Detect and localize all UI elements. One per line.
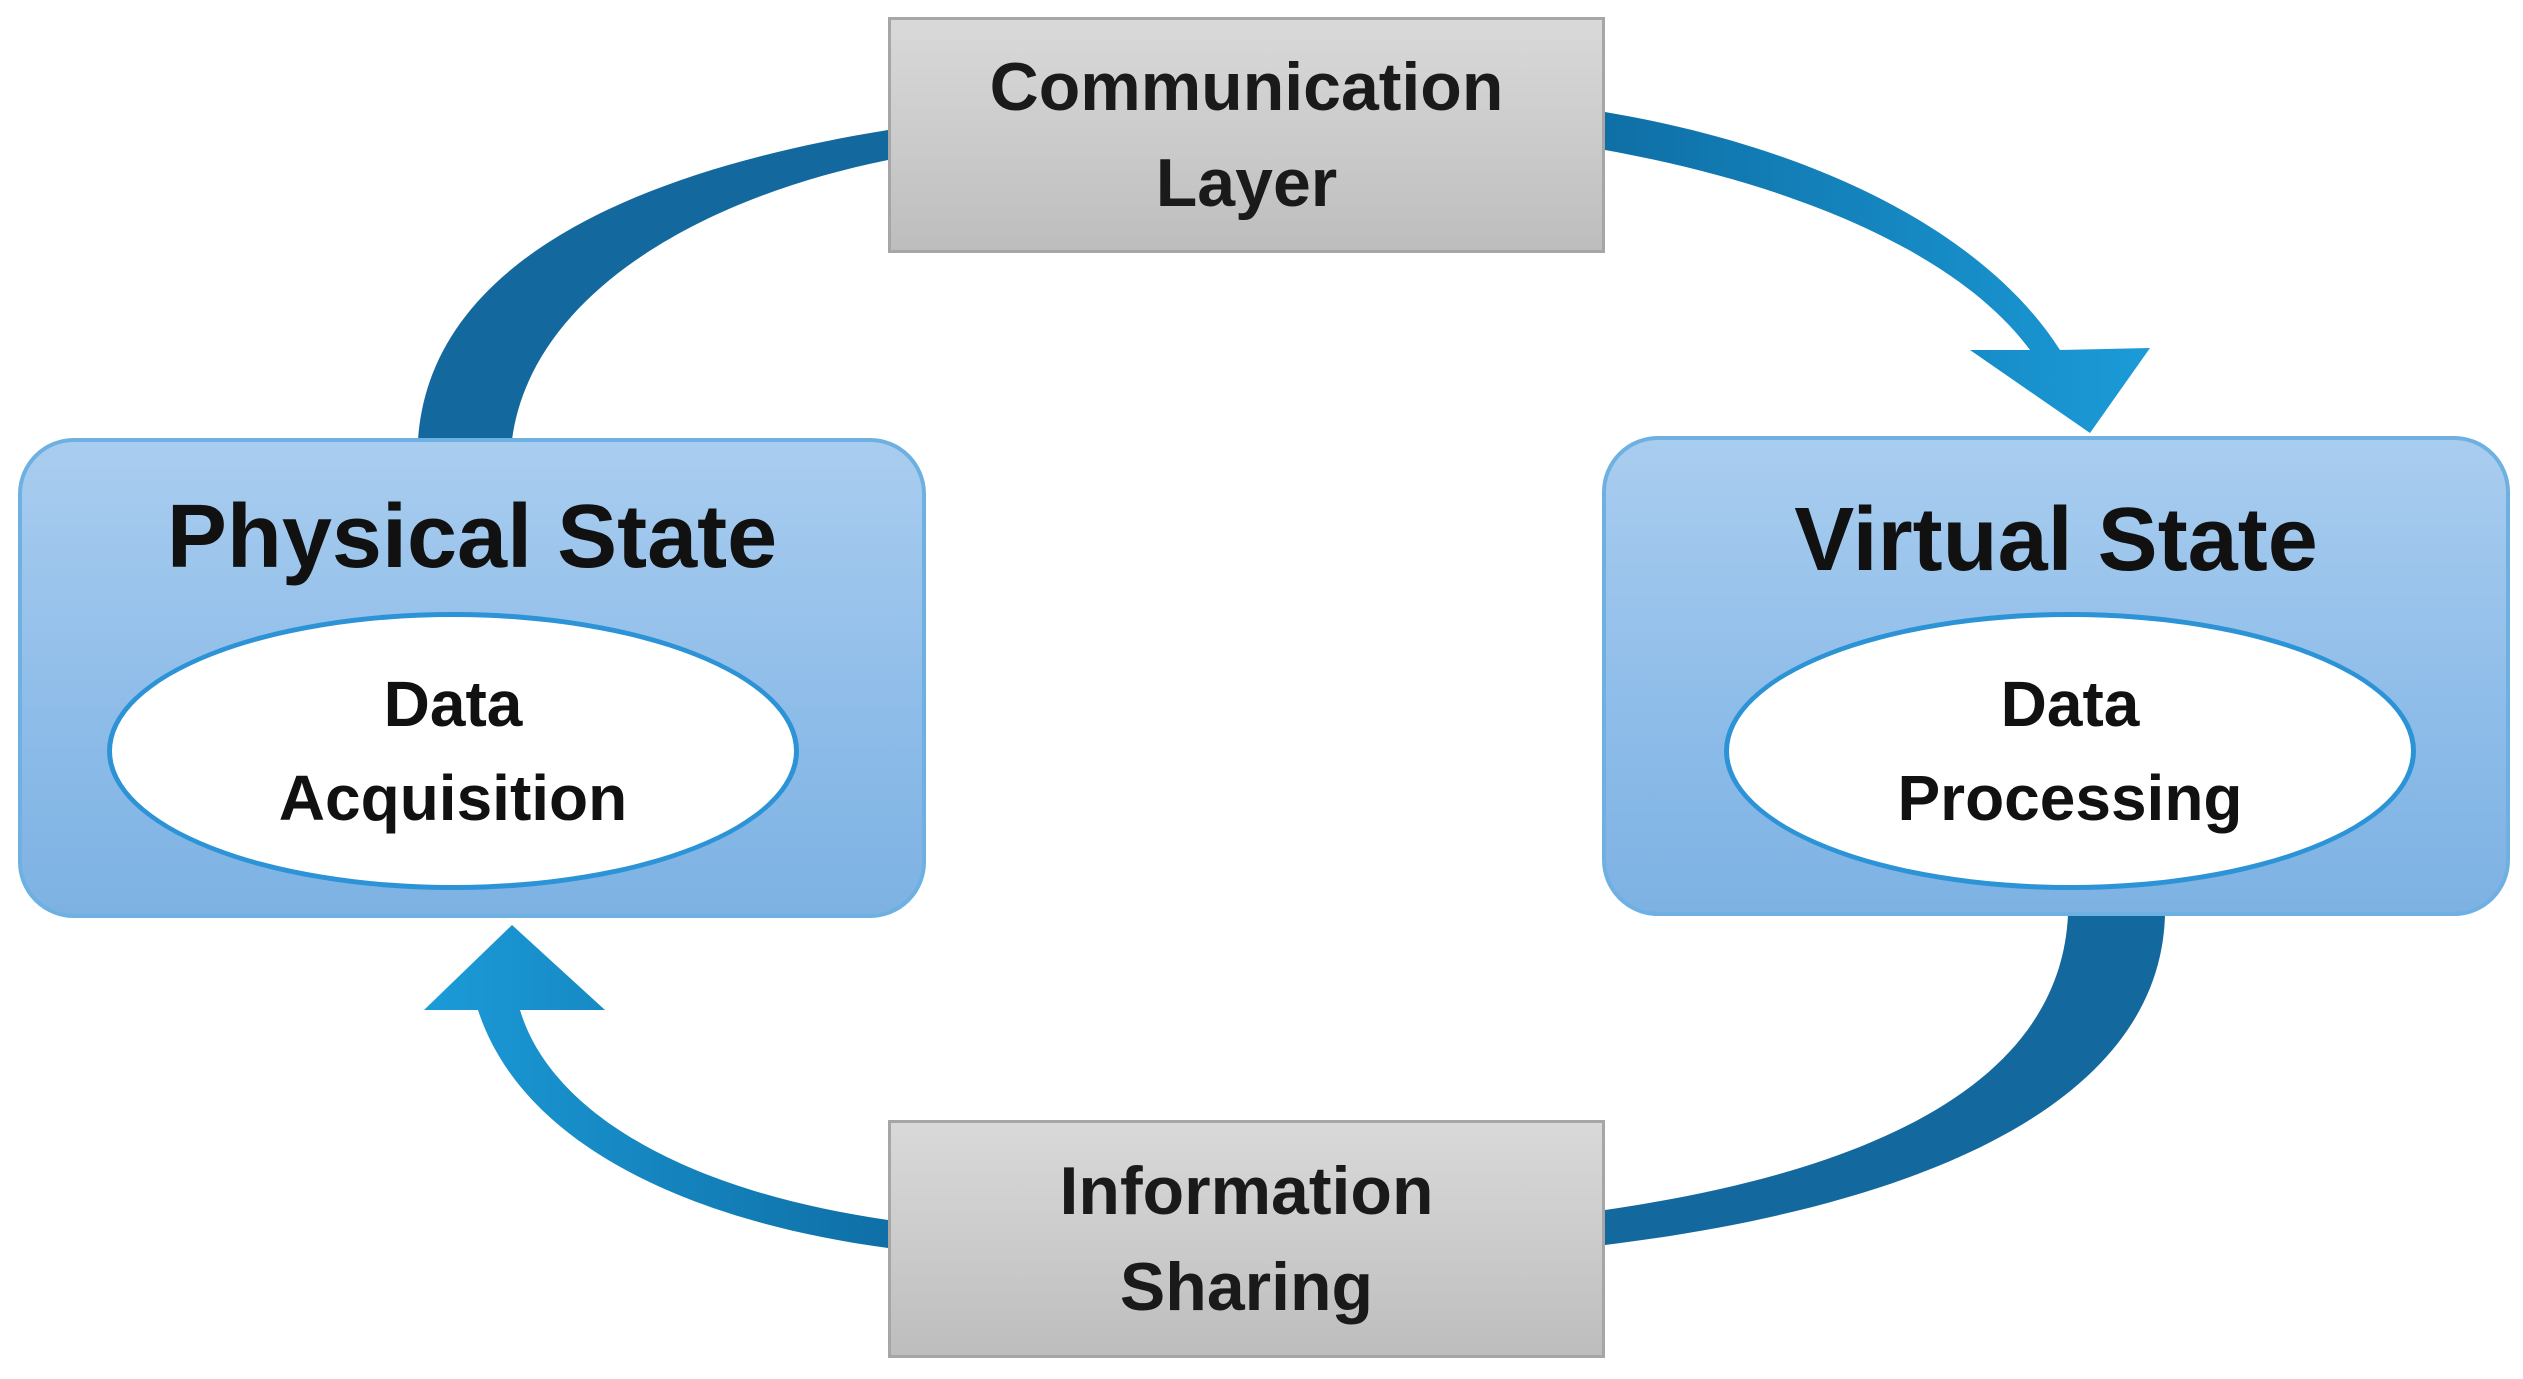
information-sharing-line2: Sharing [1119,1249,1374,1325]
communication-layer-line2: Layer [1155,145,1338,221]
arrow-information-to-physical [424,925,888,1248]
arc-virtual-to-information [1605,915,2165,1245]
information-sharing-line1: Information [1059,1153,1434,1229]
arrow-communication-to-virtual [1605,112,2150,433]
data-processing-ellipse: Data Processing [1724,612,2416,890]
physical-state-title: Physical State [166,487,778,587]
data-processing-line2: Processing [1897,762,2243,834]
communication-layer-box: Communication Layer [888,17,1605,253]
information-sharing-box: Information Sharing [888,1120,1605,1358]
data-acquisition-line2: Acquisition [278,762,628,834]
data-acquisition-line1: Data [383,668,523,740]
arc-physical-to-communication [418,130,888,440]
physical-state-box: Physical State Data Acquisition [18,438,926,918]
communication-layer-line1: Communication [989,49,1504,125]
virtual-state-box: Virtual State Data Processing [1602,436,2510,916]
data-processing-line1: Data [2000,668,2140,740]
virtual-state-title: Virtual State [1794,490,2318,590]
data-acquisition-ellipse: Data Acquisition [107,612,799,890]
